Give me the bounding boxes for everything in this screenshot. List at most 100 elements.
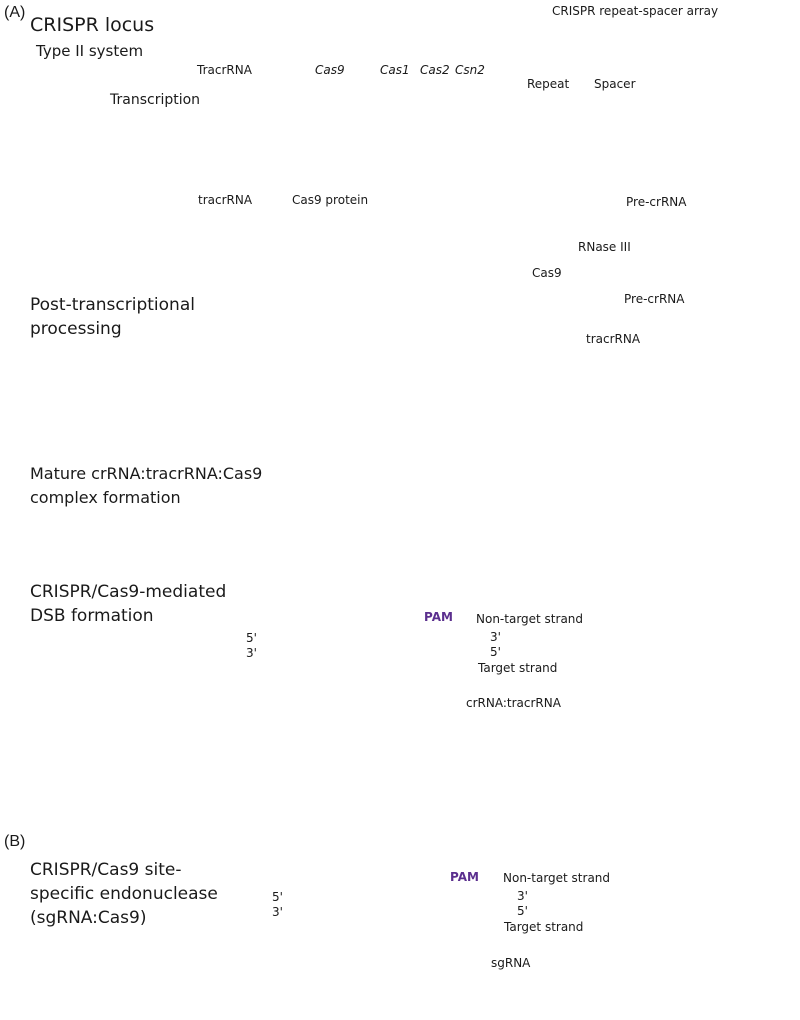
repeat-label: Repeat xyxy=(527,77,570,91)
sg-target-label: Target strand xyxy=(504,920,584,934)
dsb-guide-label: crRNA:tracrRNA xyxy=(466,696,561,710)
cas9-highlight xyxy=(354,584,378,600)
spacer-block xyxy=(735,26,768,52)
spacer-shade xyxy=(566,39,589,51)
cas9-dna-complex xyxy=(275,561,482,751)
mature-title: Mature crRNA:tracrRNA:Cas9 complex forma… xyxy=(30,464,263,507)
cas9-highlight xyxy=(380,430,393,441)
rnase-iii-icon xyxy=(595,260,625,274)
repeat-block xyxy=(725,26,735,52)
cas9-protein-icon xyxy=(305,139,349,184)
array-title: CRISPR repeat-spacer array xyxy=(552,4,719,18)
non-target-strand xyxy=(256,619,496,641)
dsb-5prime-right: 5' xyxy=(490,645,501,659)
sg-5prime-right: 5' xyxy=(517,904,528,918)
rnase-iii-icon xyxy=(353,260,383,274)
gene-label-cas9: Cas9 xyxy=(315,63,345,77)
spacer-shade xyxy=(658,39,680,51)
sg-guide-label: sgRNA xyxy=(491,956,531,970)
precrrna-segment xyxy=(761,154,792,168)
rnase-iii-icon xyxy=(466,260,496,274)
cleavage-arrowhead-icon xyxy=(378,641,390,673)
gene-shade xyxy=(303,43,366,49)
dsb-3prime-right: 3' xyxy=(490,630,501,644)
dsb-non-target-label: Non-target strand xyxy=(476,612,584,626)
mature-crrna xyxy=(331,443,370,456)
spacer-block xyxy=(645,26,681,52)
tracrrna-loop xyxy=(544,320,558,341)
mature-tracrrna xyxy=(661,446,689,457)
processing-title: Post-transcriptional processing xyxy=(30,295,195,339)
processing-precrrna-label: Pre-crRNA xyxy=(624,292,685,306)
crrna-yellow xyxy=(337,306,399,316)
tracrrna-strand xyxy=(403,687,458,725)
gene-label-csn2: Csn2 xyxy=(455,63,485,77)
precrrna-segment xyxy=(572,154,603,168)
repeat-block xyxy=(635,26,645,52)
gene-csn2 xyxy=(448,26,480,52)
target-strand xyxy=(282,907,522,931)
panel-b-label: (B) xyxy=(4,833,26,850)
repeat-grey xyxy=(397,310,447,317)
precrrna-segment xyxy=(653,154,684,168)
tracrrna-loop xyxy=(372,458,386,479)
cas9-label: Cas9 xyxy=(532,266,562,280)
sg-3prime-left: 3' xyxy=(272,905,283,919)
repeat-block xyxy=(590,26,600,52)
mature-repeat xyxy=(524,504,564,517)
dsb-pam-label: PAM xyxy=(424,610,453,624)
precrrna-segment xyxy=(626,154,657,168)
repeat-block xyxy=(499,26,509,52)
cas9-complex xyxy=(361,273,432,347)
repeat-block xyxy=(681,26,691,52)
spacer-block xyxy=(509,26,542,52)
cas9-complex xyxy=(245,273,316,347)
tracrrna-product-label: tracrRNA xyxy=(198,193,253,207)
dsb-3prime-left: 3' xyxy=(246,646,257,660)
precrrna-segment xyxy=(491,154,522,168)
repeat-grey xyxy=(535,310,601,317)
target-strand-core xyxy=(282,908,522,930)
tracrrna-loop xyxy=(654,453,668,474)
mature-crrna xyxy=(488,503,527,516)
locus-title: CRISPR locus xyxy=(30,14,155,36)
precrrna-segment xyxy=(707,154,738,168)
precrrna-wave xyxy=(464,154,792,168)
spacer-shade xyxy=(746,39,767,51)
mature-repeat xyxy=(649,439,689,452)
crrna-cyan xyxy=(598,308,648,324)
tracrrna-strand xyxy=(550,320,594,326)
cas9-dna-complex xyxy=(301,819,508,1009)
gene-label-cas1: Cas1 xyxy=(380,63,410,77)
sg-title: CRISPR/Cas9 site-specific endonuclease (… xyxy=(30,860,218,928)
mature-cas9-complex xyxy=(504,490,564,551)
cleavage-arrowhead-icon xyxy=(404,829,416,863)
mature-repeat xyxy=(367,444,407,457)
precrrna-segment xyxy=(464,154,495,168)
gene-cas1 xyxy=(377,26,425,52)
crrna-green xyxy=(445,306,537,317)
spacer-shade xyxy=(520,39,541,51)
sg-5prime-left: 5' xyxy=(272,890,283,904)
mature-cas9-complex xyxy=(347,430,407,491)
spacer-block xyxy=(552,26,590,52)
gene-tracrrna xyxy=(180,26,278,52)
pam-box xyxy=(453,890,473,902)
target-strand-core xyxy=(256,650,496,672)
tracrrna-strand xyxy=(294,326,338,332)
tracrrna-molecule-icon xyxy=(201,139,247,186)
panel-a-label: (A) xyxy=(4,4,26,21)
locus-subtitle: Type II system xyxy=(36,42,144,60)
crrna-orange xyxy=(245,310,284,321)
cas9-highlight xyxy=(401,275,416,286)
gene-cas2 xyxy=(423,26,449,52)
spacer-shade xyxy=(612,39,634,51)
non-target-strand-core xyxy=(256,620,496,640)
non-target-strand-core xyxy=(282,878,522,898)
repeat-grey xyxy=(281,310,339,318)
spacer-block xyxy=(691,26,725,52)
dsb-title: CRISPR/Cas9-mediated DSB formation xyxy=(30,582,227,626)
gene-label-tracrrna: TracrRNA xyxy=(197,63,252,77)
gene-shade xyxy=(451,43,467,49)
transcription-label: Transcription xyxy=(110,92,201,108)
